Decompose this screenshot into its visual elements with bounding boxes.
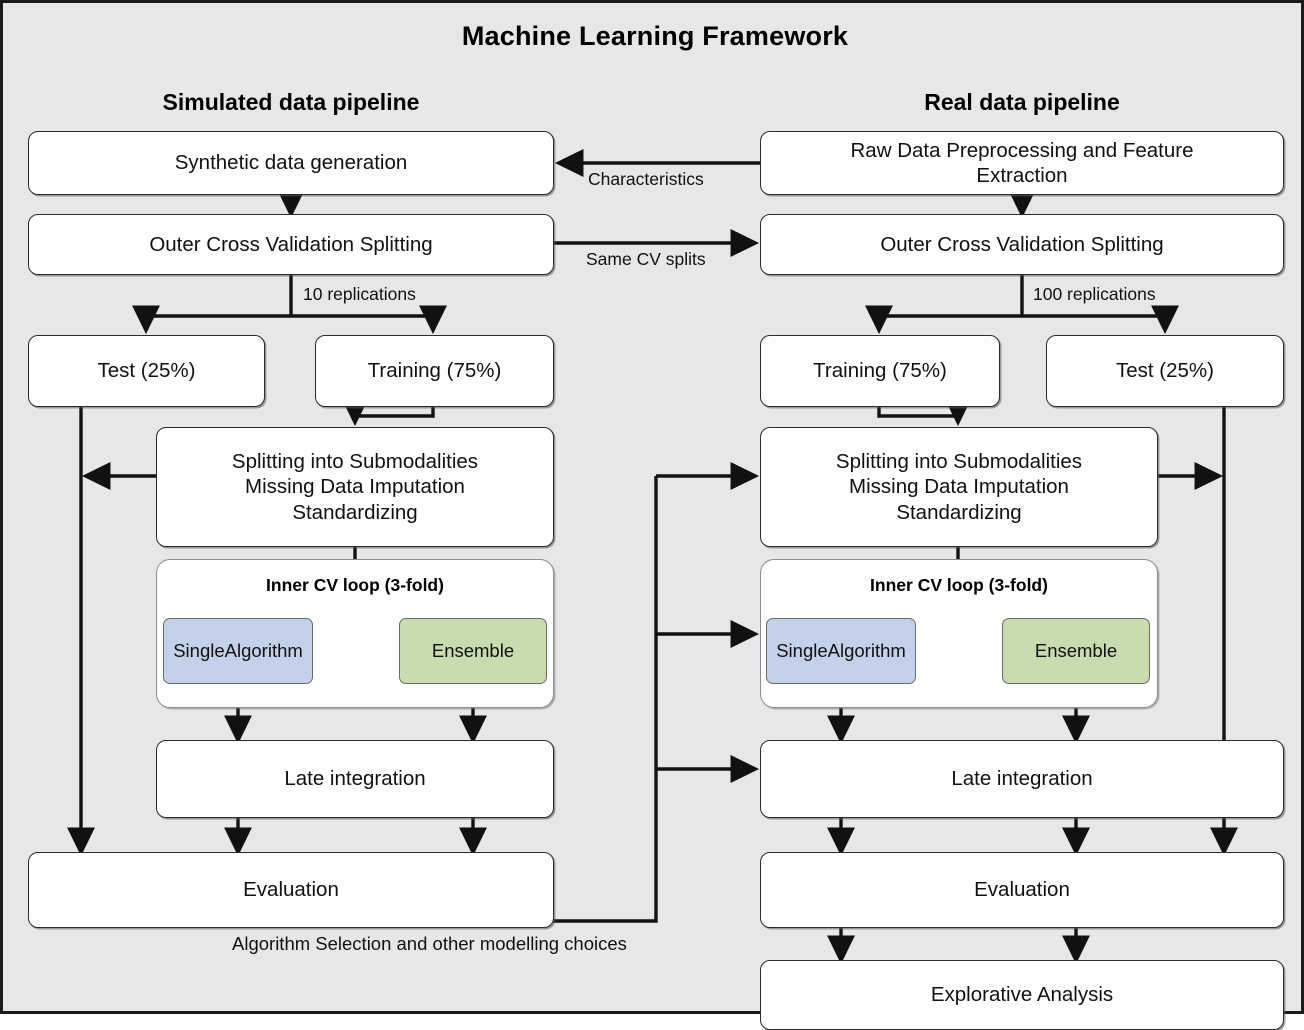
node-right-single-algorithm[interactable]: Single Algorithm [766, 618, 916, 684]
raw-preprocessing-line-1: Raw Data Preprocessing and Feature [850, 138, 1194, 162]
right-splitting-line-2: Missing Data Imputation [849, 475, 1069, 499]
column-title-real: Real data pipeline [924, 89, 1120, 115]
right-inner-cv-loop-title: Inner CV loop (3-fold) [870, 575, 1048, 595]
left-splitting-line-1: Splitting into Submodalities [231, 450, 479, 474]
edge-label-same-cv-splits: Same CV splits [586, 249, 706, 269]
node-left-splitting[interactable]: Splitting into Submodalities Missing Dat… [156, 427, 554, 547]
left-splitting-line-3: Standardizing [292, 500, 418, 524]
left-splitting-line-2: Missing Data Imputation [245, 475, 465, 499]
node-right-training[interactable]: Training (75%) [760, 335, 1000, 407]
left-inner-cv-loop-title: Inner CV loop (3-fold) [266, 575, 444, 595]
node-synthetic-data-generation[interactable]: Synthetic data generation [28, 131, 554, 195]
node-right-test[interactable]: Test (25%) [1046, 335, 1284, 407]
node-explorative-analysis[interactable]: Explorative Analysis [760, 960, 1284, 1030]
right-single-algorithm-line-1: Single [776, 639, 828, 661]
raw-preprocessing-line-2: Extraction [976, 164, 1068, 187]
page-title: Machine Learning Framework [461, 21, 849, 51]
left-single-algorithm-line-1: Single [173, 639, 225, 661]
edge-label-left-replications: 10 replications [303, 284, 416, 304]
node-right-splitting[interactable]: Splitting into Submodalities Missing Dat… [760, 427, 1158, 547]
node-right-late-integration[interactable]: Late integration [760, 740, 1284, 818]
node-left-late-integration[interactable]: Late integration [156, 740, 554, 818]
edge-label-right-replications: 100 replications [1033, 284, 1156, 304]
node-left-ensemble[interactable]: Ensemble [399, 618, 547, 684]
right-single-algorithm-line-2: Algorithm [827, 639, 906, 661]
column-title-simulated: Simulated data pipeline [162, 89, 420, 115]
node-left-single-algorithm[interactable]: Single Algorithm [163, 618, 313, 684]
node-left-training[interactable]: Training (75%) [315, 335, 554, 407]
right-splitting-line-3: Standardizing [896, 500, 1022, 524]
node-left-outer-cv-splitting[interactable]: Outer Cross Validation Splitting [28, 214, 554, 275]
node-raw-data-preprocessing[interactable]: Raw Data Preprocessing and Feature Extra… [760, 131, 1284, 195]
node-right-outer-cv-splitting[interactable]: Outer Cross Validation Splitting [760, 214, 1284, 275]
left-single-algorithm-line-2: Algorithm [224, 639, 303, 661]
edge-label-characteristics: Characteristics [588, 169, 704, 189]
node-right-ensemble[interactable]: Ensemble [1002, 618, 1150, 684]
edge-label-algorithm-selection: Algorithm Selection and other modelling … [232, 933, 627, 954]
node-left-evaluation[interactable]: Evaluation [28, 852, 554, 928]
node-left-test[interactable]: Test (25%) [28, 335, 265, 407]
node-right-evaluation[interactable]: Evaluation [760, 852, 1284, 928]
right-splitting-line-1: Splitting into Submodalities [835, 450, 1083, 474]
